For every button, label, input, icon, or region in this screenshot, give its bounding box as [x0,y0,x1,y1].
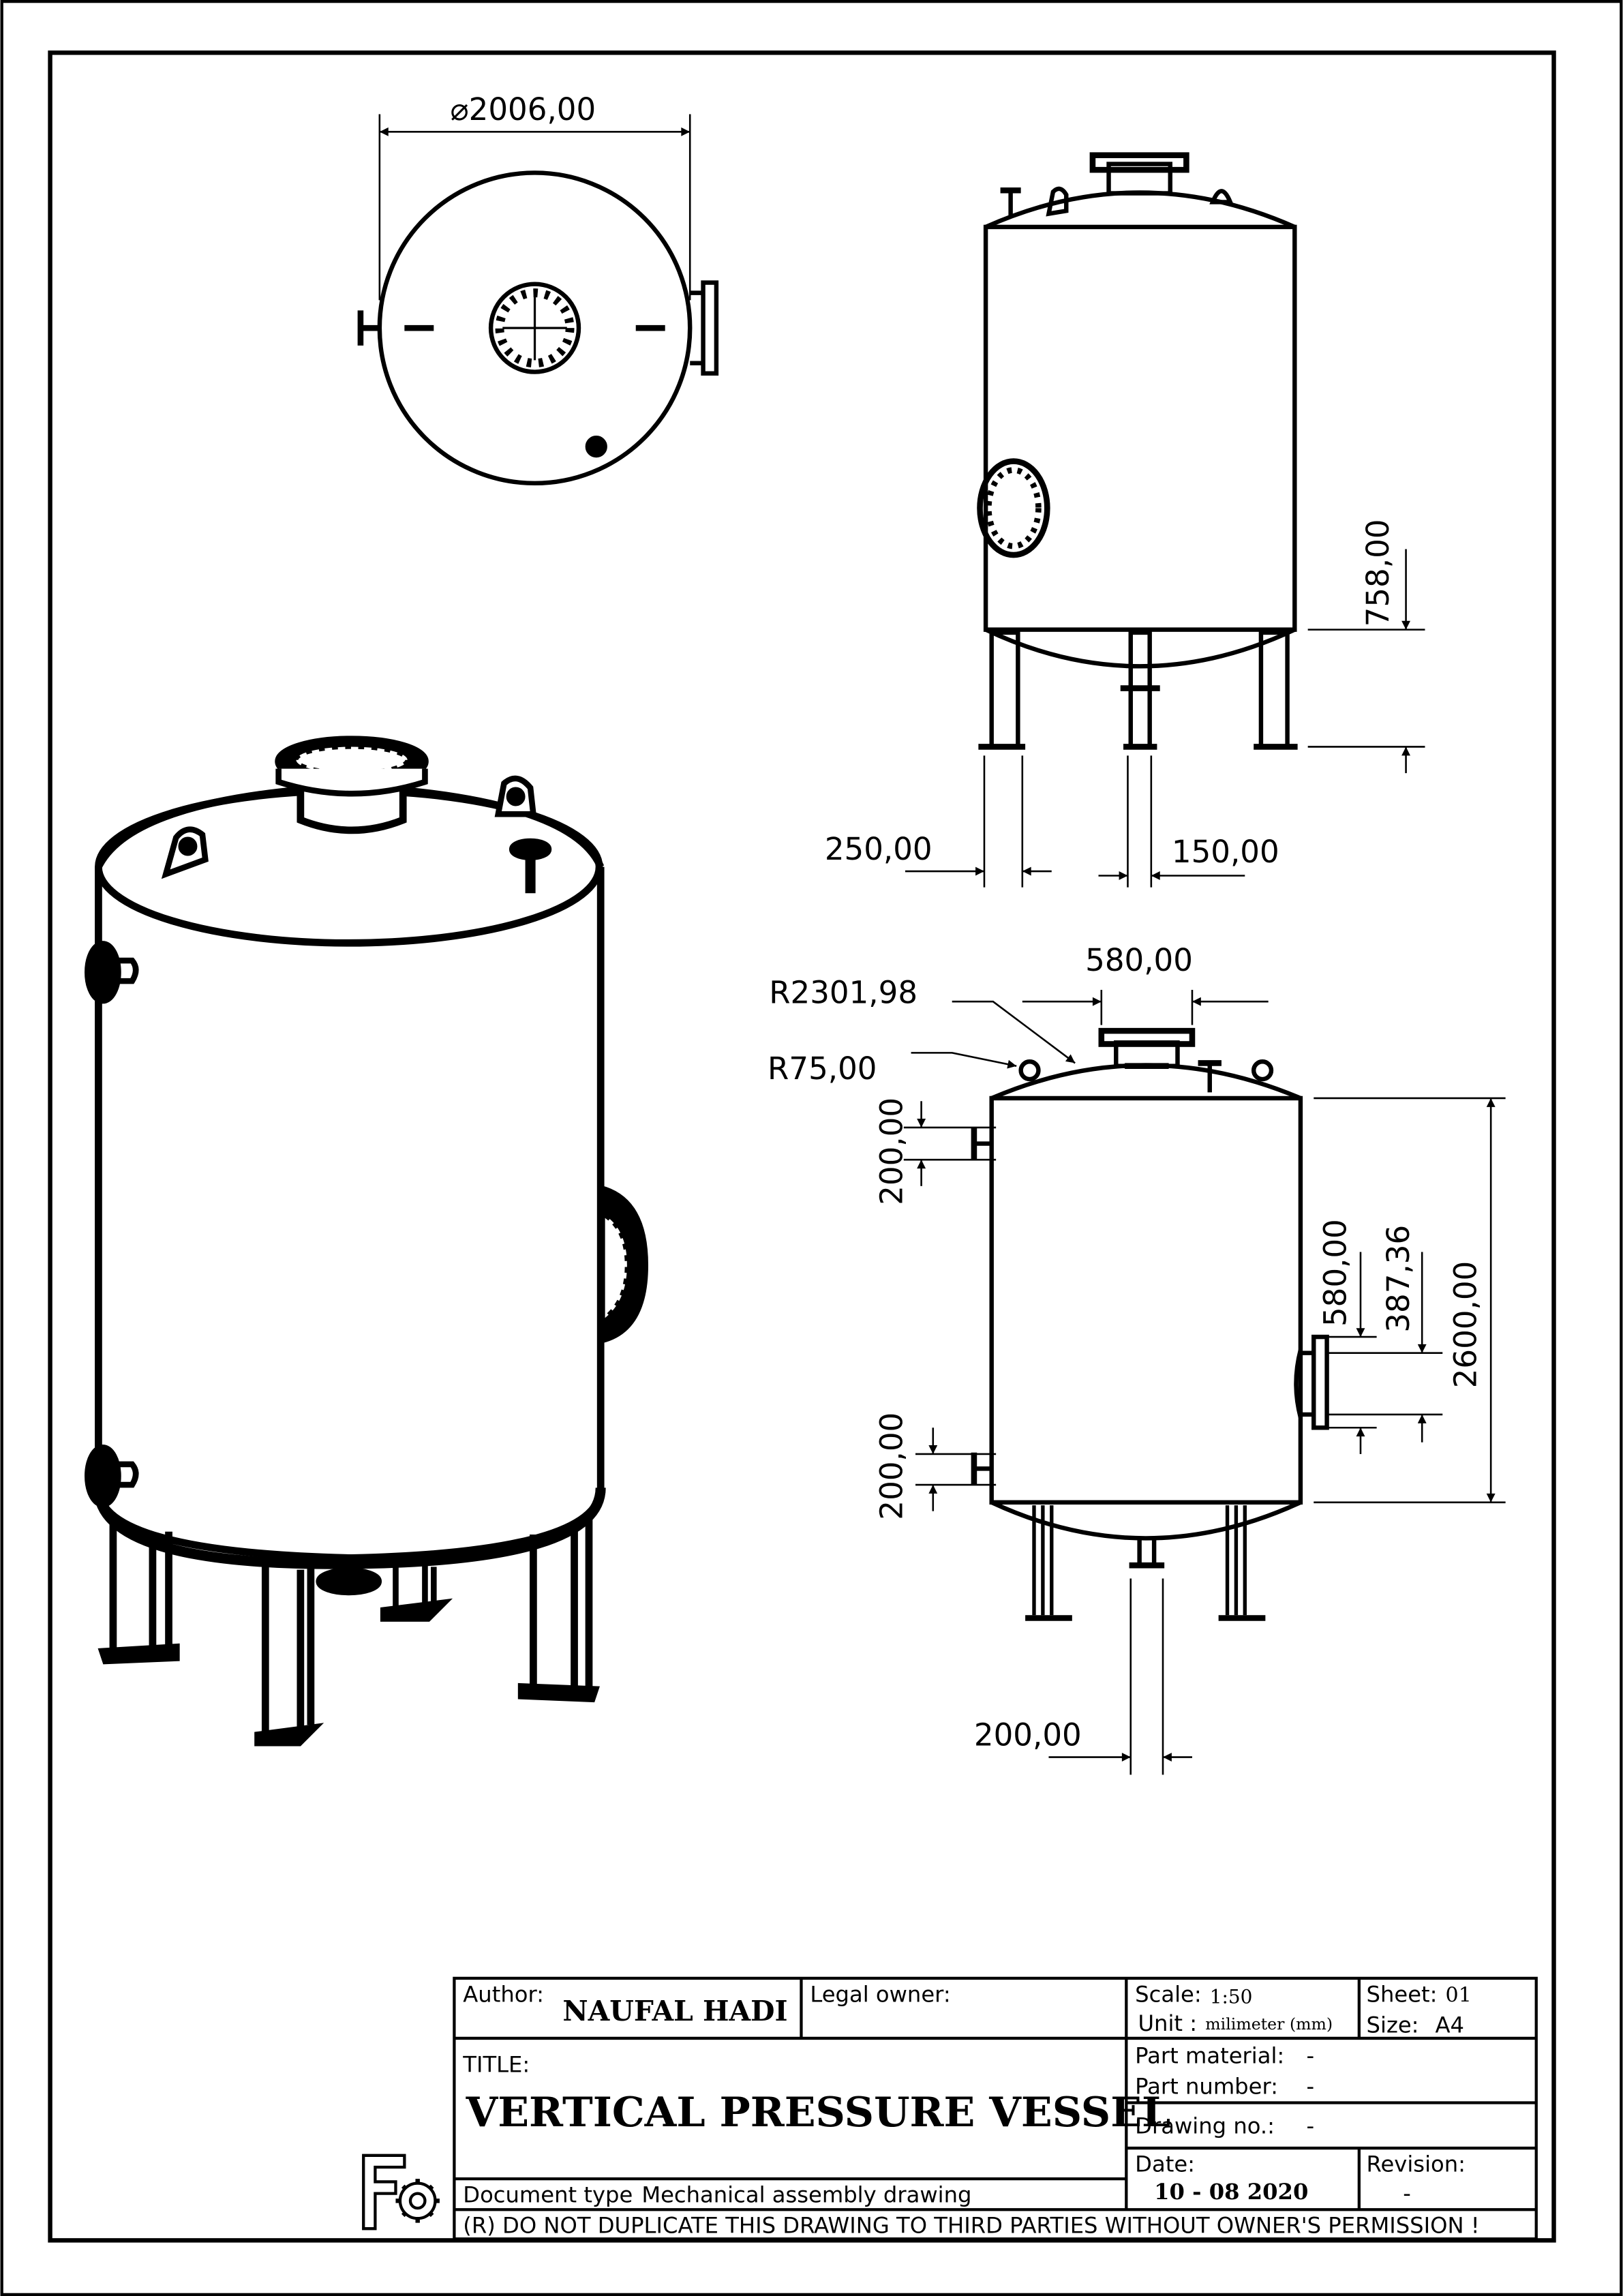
dim-manhole: 580,00 [1085,942,1193,978]
revision-label: Revision: [1367,2151,1466,2177]
dim-top-diameter: ⌀2006,00 [451,91,596,127]
dim-head-radius: R2301,98 [769,974,917,1010]
top-view-manhole [488,282,581,374]
size-label: Size: [1367,2012,1419,2038]
top-view-drain [585,436,607,458]
legal-owner-label: Legal owner: [810,1981,950,2007]
scale-label: Scale: [1135,1981,1202,2007]
front-view-shell [989,1096,1303,1505]
author-label: Author: [463,1981,544,2007]
dim-leg-width: 250,00 [825,831,932,867]
author-value: NAUFAL HADI [562,1995,787,2027]
dim-side-387: 387,36 [1380,1225,1416,1333]
dim-side-580: 580,00 [1318,1219,1354,1327]
dim-shell-height: 2600,00 [1448,1261,1484,1388]
side-view [905,152,1425,888]
dim-upper-nozzle: 200,00 [874,1098,910,1205]
dim-leg-height: 758,00 [1360,519,1396,627]
doc-type-label: Document type [463,2182,633,2208]
title-block [453,1976,1538,2241]
scale-value: 1:50 [1210,1985,1253,2008]
unit-value: milimeter (mm) [1205,2014,1333,2034]
copyright-notice: (R) DO NOT DUPLICATE THIS DRAWING TO THI… [463,2213,1479,2239]
dim-lug-radius: R75,00 [768,1051,877,1087]
isometric-view [85,736,649,1747]
cad-logo-icon [362,2154,440,2231]
sheet-label: Sheet: [1367,1981,1438,2007]
part-number-label: Part number: [1135,2074,1278,2100]
doc-type-value: Mechanical assembly drawing [641,2182,971,2208]
side-view-shell [983,224,1297,632]
size-value: A4 [1436,2012,1465,2038]
date-value: 10 - 08 2020 [1154,2179,1308,2205]
part-number-value: - [1307,2074,1315,2100]
part-material-value: - [1307,2042,1315,2068]
dim-drain: 150,00 [1172,834,1279,870]
part-material-label: Part material: [1135,2042,1284,2068]
front-view [903,990,1506,1775]
top-view [357,114,719,486]
dim-lower-nozzle: 200,00 [874,1413,910,1520]
drawing-no-label: Drawing no.: [1135,2113,1275,2139]
unit-label: Unit : [1138,2010,1197,2036]
dim-bottom-outlet: 200,00 [974,1717,1082,1753]
drawing-title: VERTICAL PRESSURE VESSEL [466,2089,1171,2136]
date-label: Date: [1135,2151,1195,2177]
drawing-no-value: - [1307,2113,1315,2139]
revision-value: - [1403,2180,1411,2206]
title-label: TITLE: [462,2051,530,2077]
sheet-value: 01 [1446,1983,1472,2007]
